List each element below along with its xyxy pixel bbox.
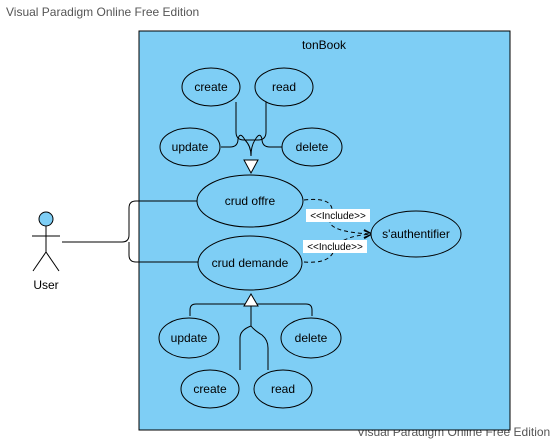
use-case-demande-create[interactable]: create bbox=[180, 369, 240, 409]
use-case-authenticate-label: s'authentifier bbox=[382, 227, 450, 241]
use-case-offre-read-label: read bbox=[272, 80, 296, 94]
include-label-1-bg bbox=[306, 209, 370, 222]
watermark-top: Visual Paradigm Online Free Edition bbox=[6, 5, 199, 19]
use-case-crud-offre[interactable]: crud offre bbox=[196, 174, 304, 228]
use-case-demande-create-label: create bbox=[193, 382, 227, 396]
actor-label: User bbox=[33, 278, 58, 292]
use-case-crud-demande-label: crud demande bbox=[212, 256, 289, 270]
actor-head bbox=[38, 211, 54, 227]
use-case-demande-delete[interactable]: delete bbox=[280, 317, 342, 359]
use-case-offre-update-label: update bbox=[172, 140, 209, 154]
use-case-demande-read-label: read bbox=[271, 382, 295, 396]
use-case-offre-create-label: create bbox=[194, 80, 228, 94]
use-case-offre-update[interactable]: update bbox=[159, 127, 221, 167]
use-case-crud-demande[interactable]: crud demande bbox=[197, 235, 303, 291]
use-case-authenticate[interactable]: s'authentifier bbox=[370, 210, 462, 258]
use-case-crud-offre-label: crud offre bbox=[225, 194, 276, 208]
include-label-1: <<Include>> bbox=[310, 211, 366, 222]
use-case-offre-create[interactable]: create bbox=[181, 67, 241, 107]
use-case-offre-read[interactable]: read bbox=[254, 67, 314, 107]
use-case-offre-delete[interactable]: delete bbox=[281, 127, 343, 167]
use-case-demande-update[interactable]: update bbox=[158, 317, 220, 359]
generalization-demande bbox=[189, 303, 313, 370]
use-case-demande-delete-label: delete bbox=[295, 331, 328, 345]
include-label-2: <<Include>> bbox=[307, 242, 363, 253]
actor-right-leg bbox=[45, 251, 60, 272]
generalization-offre bbox=[221, 102, 282, 157]
generalization-arrowhead-offre bbox=[243, 159, 259, 175]
association-user-crud bbox=[62, 200, 198, 263]
include-label-2-bg bbox=[303, 240, 367, 253]
use-case-demande-update-label: update bbox=[171, 331, 208, 345]
actor-left-leg bbox=[32, 251, 47, 272]
use-case-demande-read[interactable]: read bbox=[253, 369, 313, 409]
use-case-offre-delete-label: delete bbox=[296, 140, 329, 154]
system-title: tonBook bbox=[302, 38, 347, 52]
actor-user[interactable] bbox=[32, 211, 60, 272]
generalization-arrowhead-demande bbox=[243, 293, 259, 307]
